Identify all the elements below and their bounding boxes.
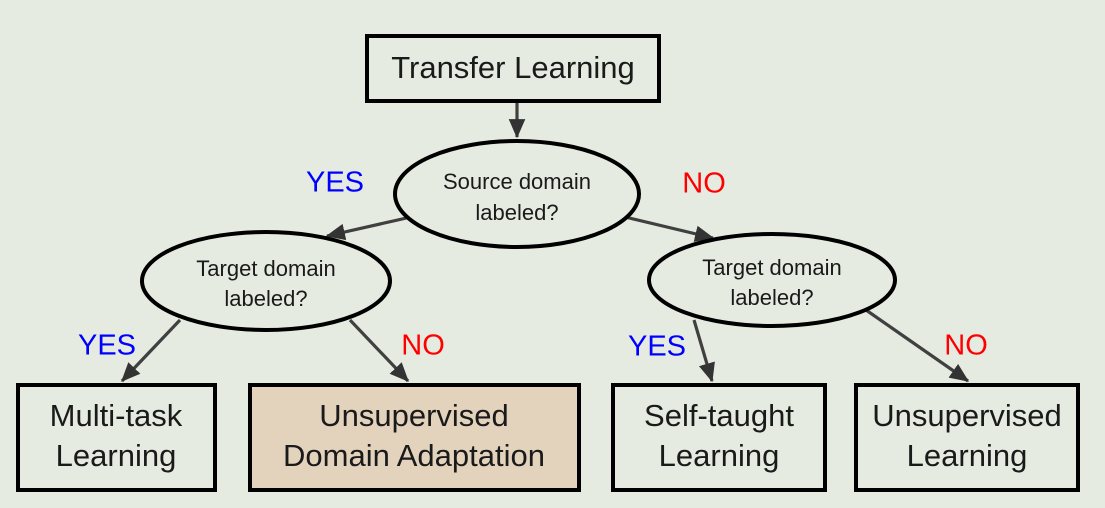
- edge-labels-layer: YES NO YES NO YES NO: [78, 167, 988, 363]
- edge-target-left-yes-to-multi-task: [120, 318, 182, 383]
- target-domain-labeled-left-ellipse[interactable]: [140, 230, 392, 332]
- node-transfer-learning[interactable]: Transfer Learning: [365, 34, 661, 103]
- edges-layer: [120, 101, 970, 383]
- multi-task-learning-line1: Multi-task: [50, 398, 183, 433]
- edge-source-yes-to-target-left: [325, 215, 412, 241]
- unsupervised-domain-adaptation-box[interactable]: [248, 383, 581, 492]
- node-source-domain-labeled[interactable]: Source domain labeled?: [393, 139, 641, 249]
- node-target-domain-labeled-left[interactable]: Target domain labeled?: [140, 230, 392, 332]
- unsupervised-domain-adaptation-line2: Domain Adaptation: [283, 438, 545, 473]
- edge-label-root-no: NO: [682, 168, 726, 200]
- unsupervised-learning-box[interactable]: [854, 383, 1080, 492]
- node-multi-task-learning[interactable]: Multi-task Learning: [16, 383, 217, 492]
- edge-label-root-yes: YES: [306, 167, 364, 199]
- multi-task-learning-line2: Learning: [56, 438, 177, 473]
- self-taught-learning-line2: Learning: [659, 438, 780, 473]
- transfer-learning-box[interactable]: [365, 34, 661, 103]
- edge-label-left-no: NO: [401, 330, 445, 362]
- target-domain-labeled-right-line2: labeled?: [730, 285, 813, 310]
- target-domain-labeled-left-line2: labeled?: [224, 286, 307, 311]
- edge-target-right-yes-to-self-taught: [692, 319, 715, 383]
- multi-task-learning-box[interactable]: [16, 383, 217, 492]
- self-taught-learning-box[interactable]: [611, 383, 827, 492]
- edge-source-no-to-target-right: [624, 215, 715, 242]
- unsupervised-domain-adaptation-line1: Unsupervised: [319, 398, 509, 433]
- edge-target-right-no-to-unsupervised: [865, 308, 970, 383]
- node-target-domain-labeled-right[interactable]: Target domain labeled?: [647, 232, 897, 328]
- self-taught-learning-line1: Self-taught: [644, 398, 794, 433]
- source-domain-labeled-line1: Source domain: [443, 169, 591, 194]
- unsupervised-learning-line1: Unsupervised: [872, 398, 1062, 433]
- source-domain-labeled-ellipse[interactable]: [393, 139, 641, 249]
- target-domain-labeled-right-ellipse[interactable]: [647, 232, 897, 328]
- edge-label-right-no: NO: [944, 330, 988, 362]
- node-self-taught-learning[interactable]: Self-taught Learning: [611, 383, 827, 492]
- unsupervised-learning-line2: Learning: [907, 438, 1028, 473]
- transfer-learning-label: Transfer Learning: [391, 50, 635, 85]
- node-unsupervised-domain-adaptation[interactable]: Unsupervised Domain Adaptation: [248, 383, 581, 492]
- edge-target-left-no-to-uda: [348, 318, 410, 383]
- edge-label-right-yes: YES: [628, 331, 686, 363]
- target-domain-labeled-left-line1: Target domain: [196, 256, 335, 281]
- node-unsupervised-learning[interactable]: Unsupervised Learning: [854, 383, 1080, 492]
- edge-label-left-yes: YES: [78, 330, 136, 362]
- target-domain-labeled-right-line1: Target domain: [702, 255, 841, 280]
- source-domain-labeled-line2: labeled?: [475, 200, 558, 225]
